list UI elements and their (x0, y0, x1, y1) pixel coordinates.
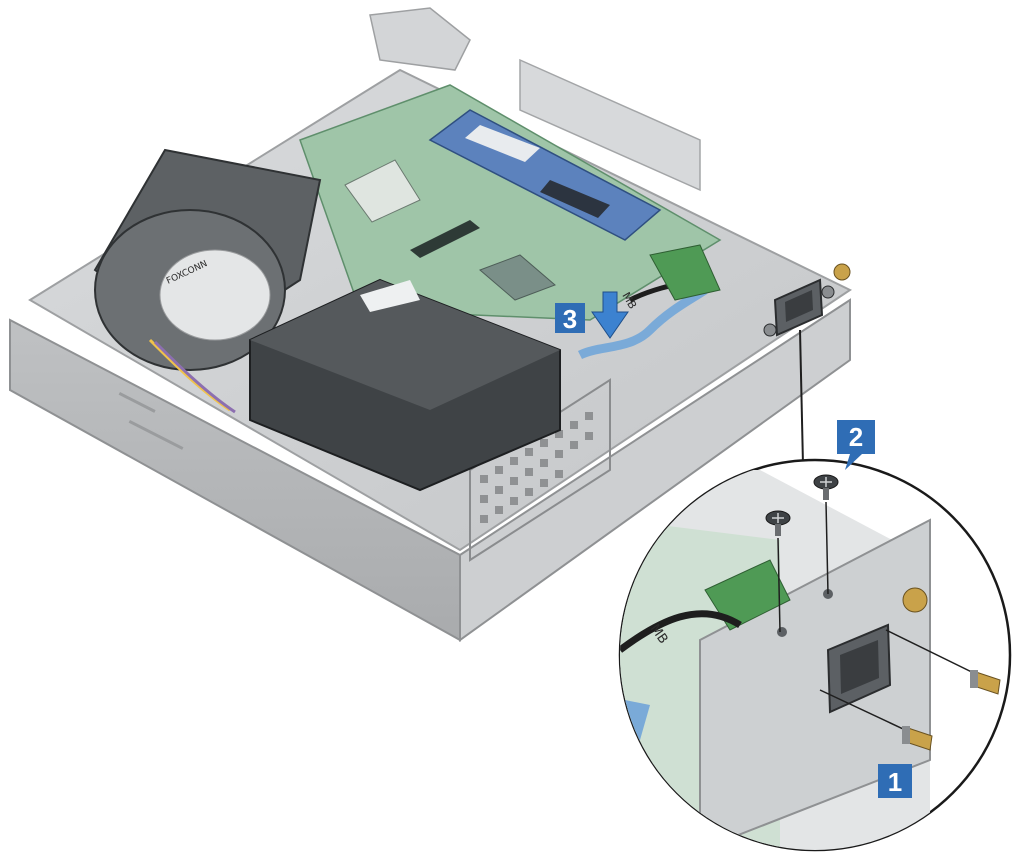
io-cable: MB (577, 244, 721, 360)
heatsink-shroud (249, 278, 561, 492)
zoom-inset: MB (618, 458, 1012, 852)
screw-right (813, 474, 839, 595)
system-fan: FOXCONN (93, 148, 322, 414)
motherboard (299, 84, 722, 321)
callout-3: 3 (555, 303, 585, 334)
callout-2: 2 (837, 420, 875, 470)
callout-1: 1 (878, 764, 912, 798)
push-arrow (591, 291, 629, 339)
callout-1-number: 1 (888, 767, 902, 797)
callout-2-number: 2 (849, 422, 863, 452)
vga-port-main (763, 263, 851, 337)
screw-left (765, 510, 791, 633)
ssd-module (428, 109, 662, 241)
standoff-left (819, 689, 933, 751)
standoff-right (885, 629, 1001, 695)
callout-3-number: 3 (563, 304, 577, 334)
leader-line (799, 329, 804, 466)
